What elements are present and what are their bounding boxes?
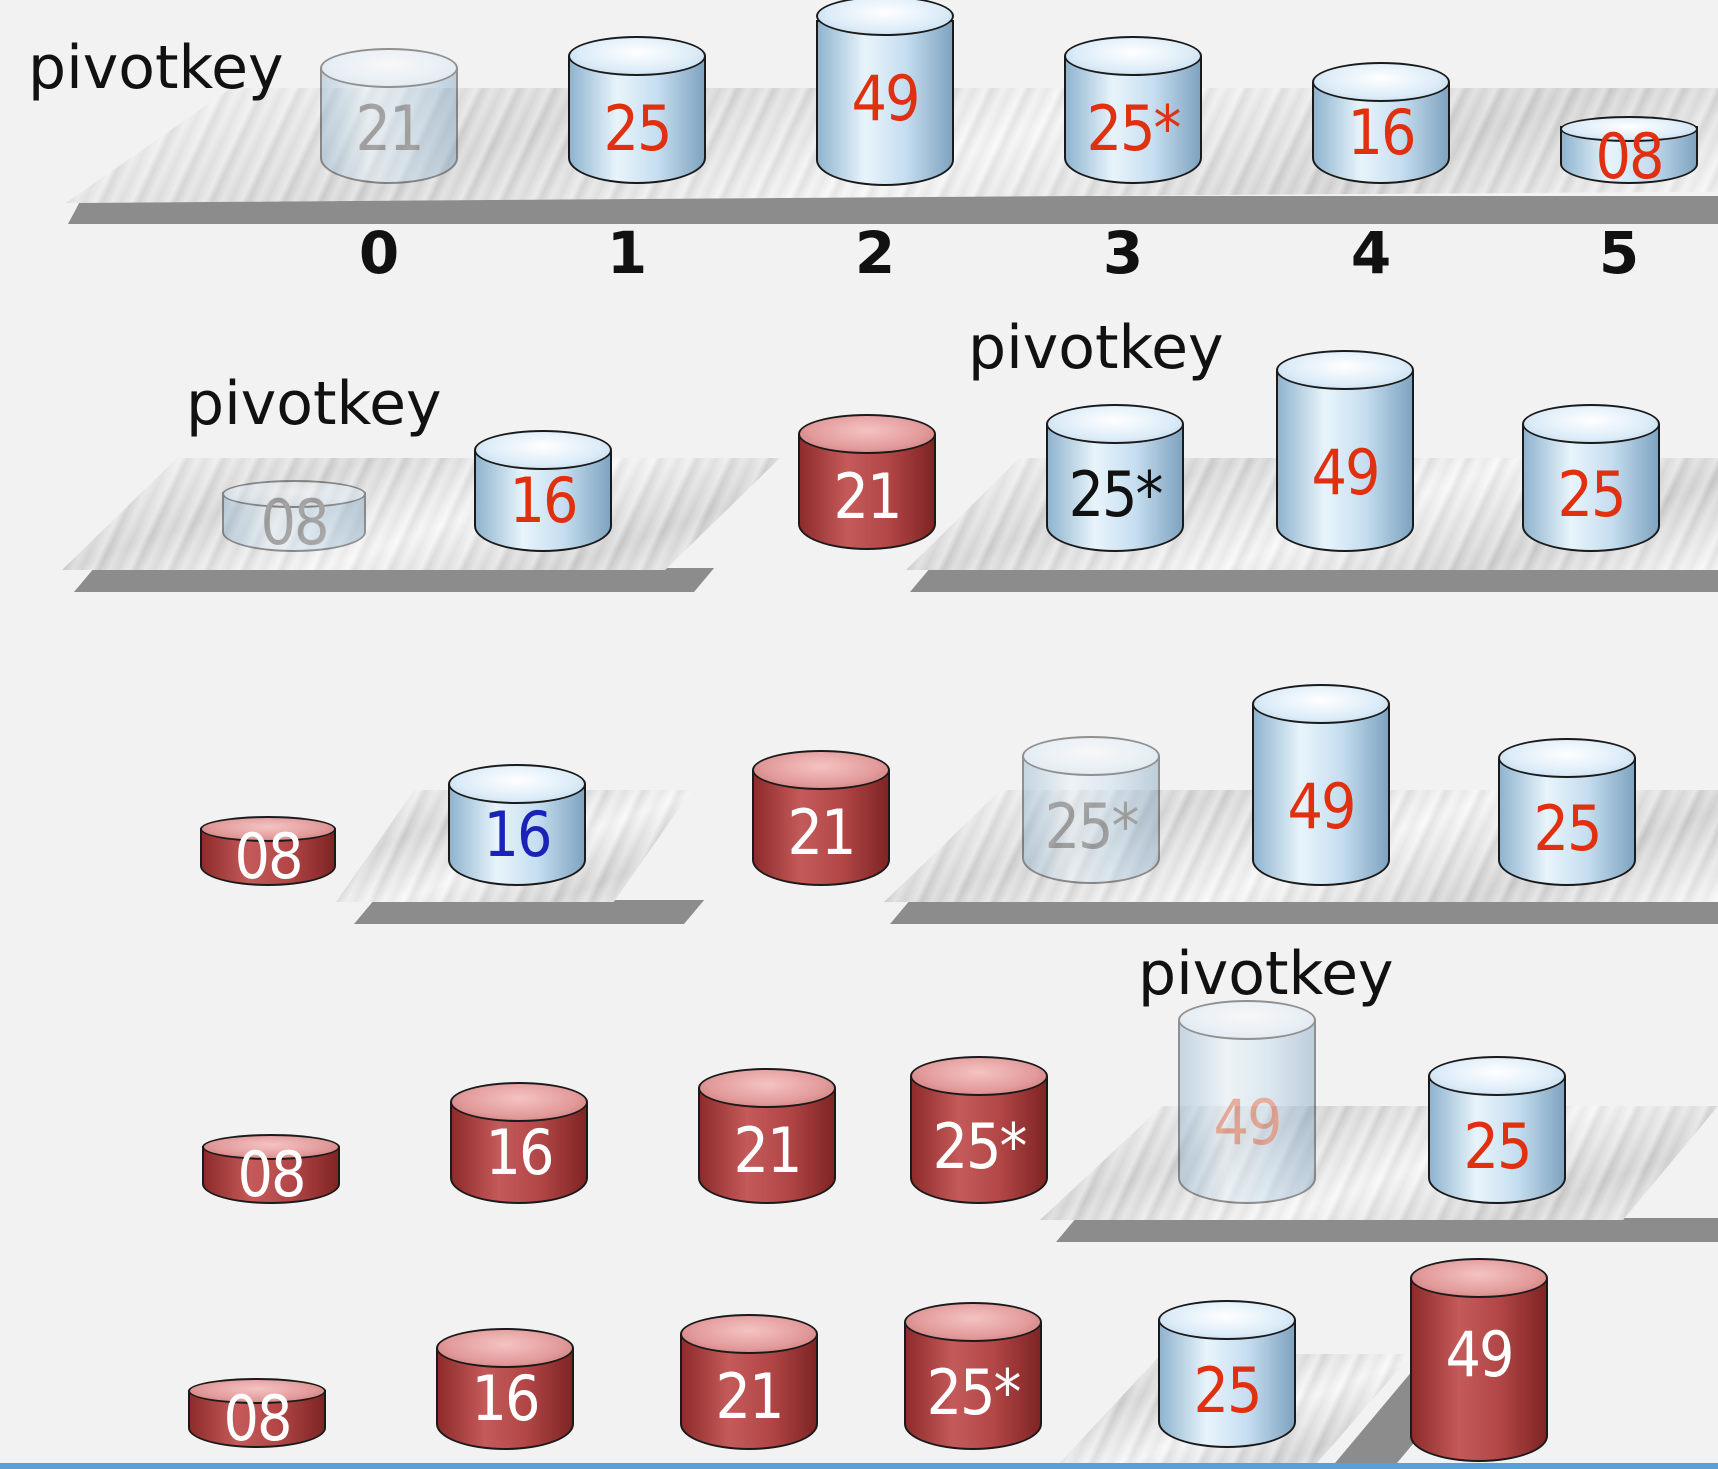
- index-label: 4: [1350, 219, 1392, 287]
- cylinder-value: 25: [1533, 792, 1603, 865]
- cylinder-0: 08: [200, 816, 336, 893]
- cylinder-value: 25: [1463, 1110, 1533, 1183]
- platform-shadow: [910, 568, 1718, 592]
- pivotkey-label: pivotkey: [1138, 939, 1394, 1009]
- cylinder-value: 08: [223, 1382, 293, 1455]
- cylinder-4: 49: [1276, 350, 1414, 552]
- cylinder-5: 08: [1560, 116, 1698, 193]
- cylinder-1: 16: [448, 764, 586, 886]
- cylinder-value: 21: [715, 1360, 785, 1433]
- cylinder-value: 25: [1193, 1354, 1263, 1427]
- cylinder-value: 49: [1287, 770, 1357, 843]
- index-label: 0: [358, 219, 400, 287]
- index-label: 3: [1102, 219, 1144, 287]
- pivotkey-label: pivotkey: [28, 33, 284, 103]
- cylinder-2: 21: [680, 1314, 818, 1450]
- cylinder-value: 25*: [1044, 790, 1140, 863]
- cylinder-value: 25*: [932, 1110, 1028, 1183]
- platform: [1040, 1106, 1718, 1220]
- cylinder-1: 16: [474, 430, 612, 552]
- index-label: 2: [854, 219, 896, 287]
- cylinder-value: 08: [1595, 120, 1665, 193]
- bottom-divider: [0, 1463, 1718, 1469]
- cylinder-value: 25*: [1086, 92, 1182, 165]
- pivotkey-label: pivotkey: [968, 313, 1224, 383]
- cylinder-value: 16: [509, 464, 579, 537]
- cylinder-2: 21: [798, 414, 936, 550]
- platform-shadow: [890, 900, 1718, 924]
- cylinder-value: 49: [1311, 436, 1381, 509]
- cylinder-3: 25*: [1046, 404, 1184, 552]
- cylinder-value: 21: [833, 460, 903, 533]
- cylinder-3: 25*: [910, 1056, 1048, 1204]
- cylinder-4: 49: [1252, 684, 1390, 886]
- index-label: 1: [606, 219, 648, 287]
- cylinder-value: 16: [483, 798, 553, 871]
- cylinder-5: 49: [1410, 1258, 1548, 1462]
- platform-shadow: [74, 568, 715, 592]
- cylinder-value: 25*: [926, 1356, 1022, 1429]
- platform-shadow: [1056, 1218, 1718, 1242]
- cylinder-5: 25: [1428, 1056, 1566, 1204]
- cylinder-4: 16: [1312, 62, 1450, 184]
- index-label: 5: [1598, 219, 1640, 287]
- cylinder-5: 25: [1522, 404, 1660, 552]
- cylinder-1: 25: [568, 36, 706, 184]
- cylinder-value: 49: [851, 62, 921, 135]
- platform: [62, 458, 780, 570]
- cylinder-value: 25: [603, 92, 673, 165]
- cylinder-3: 25*: [1022, 736, 1160, 884]
- cylinder-5: 25: [1498, 738, 1636, 886]
- cylinder-0: 08: [188, 1378, 326, 1455]
- cylinder-value: 49: [1445, 1318, 1515, 1391]
- cylinder-value: 25*: [1068, 458, 1164, 531]
- cylinder-0: 08: [222, 480, 366, 559]
- cylinder-value: 16: [471, 1362, 541, 1435]
- pivotkey-label: pivotkey: [186, 369, 442, 439]
- cylinder-value: 49: [1213, 1086, 1283, 1159]
- cylinder-value: 21: [733, 1114, 803, 1187]
- cylinder-value: 16: [485, 1116, 555, 1189]
- cylinder-1: 16: [436, 1328, 574, 1450]
- cylinder-0: 21: [320, 48, 458, 184]
- cylinder-0: 08: [202, 1134, 340, 1211]
- cylinder-1: 16: [450, 1082, 588, 1204]
- cylinder-3: 25*: [1064, 36, 1202, 184]
- cylinder-value: 08: [260, 486, 330, 559]
- cylinder-4: 49: [1178, 1000, 1316, 1204]
- cylinder-2: 21: [698, 1068, 836, 1204]
- cylinder-4: 25: [1158, 1300, 1296, 1448]
- cylinder-value: 21: [787, 796, 857, 869]
- cylinder-value: 16: [1347, 96, 1417, 169]
- cylinder-2: 21: [752, 750, 890, 886]
- cylinder-value: 21: [355, 92, 425, 165]
- cylinder-value: 08: [237, 1138, 307, 1211]
- cylinder-value: 08: [234, 820, 304, 893]
- platform-shadow: [354, 900, 705, 924]
- cylinder-value: 25: [1557, 458, 1627, 531]
- cylinder-2: 49: [816, 0, 954, 186]
- cylinder-3: 25*: [904, 1302, 1042, 1450]
